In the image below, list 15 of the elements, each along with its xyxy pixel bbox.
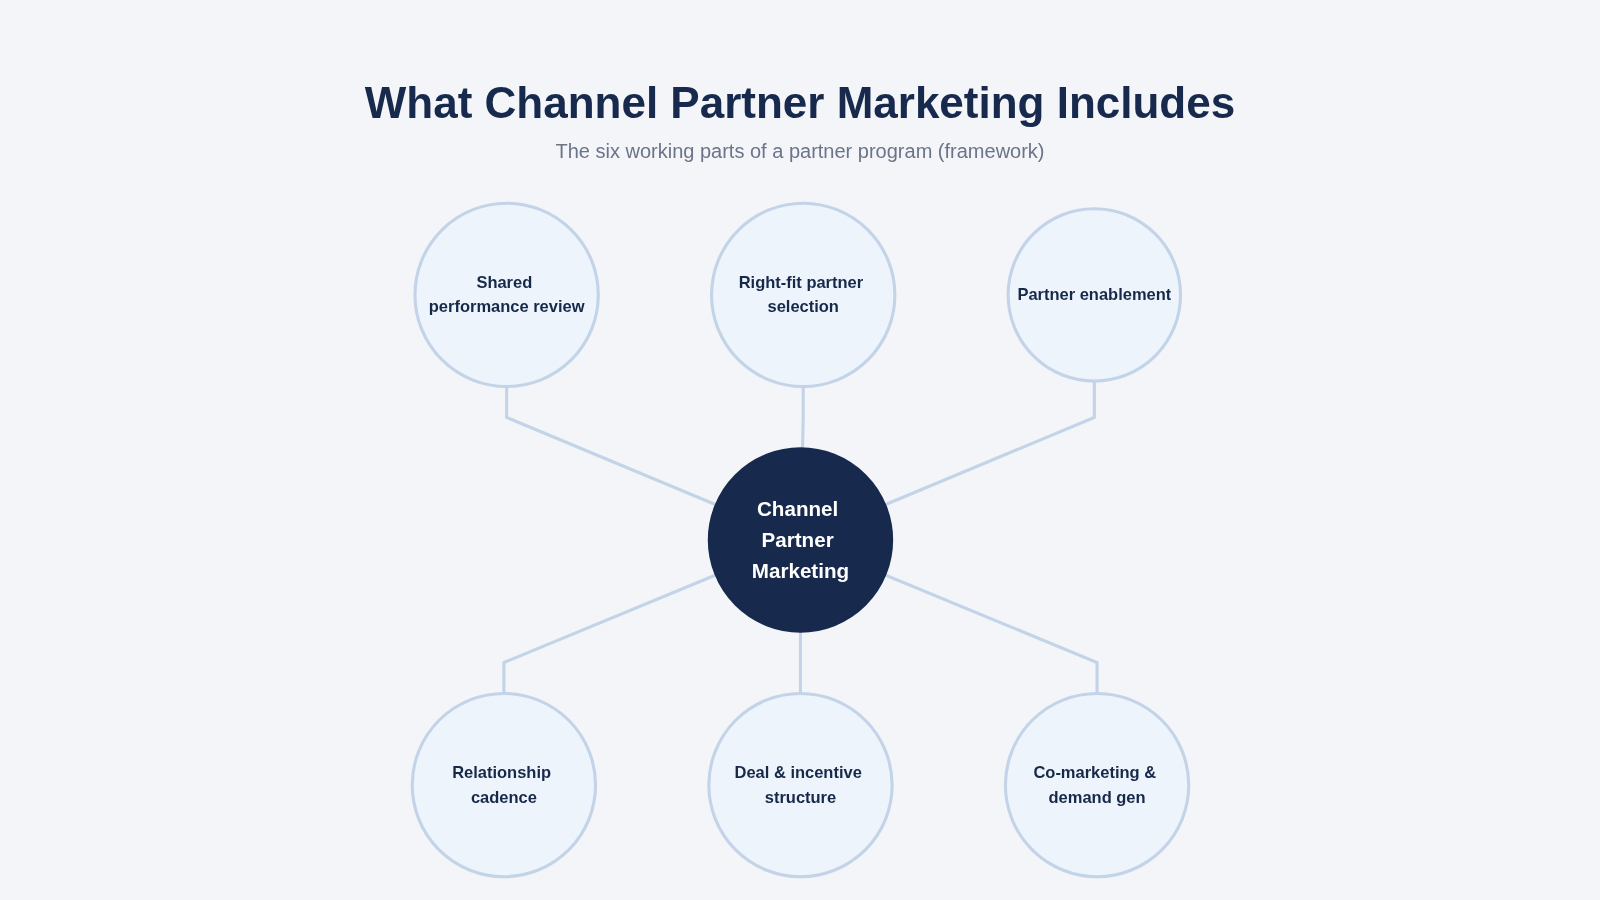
node-circle: Deal & incentive structure: [706, 691, 894, 879]
connector: [884, 381, 1096, 507]
subtitle-text: The six working parts of a partner program (framework): [555, 140, 1045, 163]
connector: [800, 386, 805, 449]
node-circle: Right-fit partner selection: [709, 201, 896, 389]
node-circle: Co-marketing & demand gen: [1003, 691, 1190, 879]
connector: [798, 631, 802, 694]
connector: [501, 573, 716, 694]
connector: [884, 573, 1099, 694]
diagram-title: What Channel Partner Marketing Includes: [364, 78, 1236, 128]
connector: [504, 386, 716, 507]
node-circle: Shared performance review: [412, 201, 600, 389]
node-circle: Channel Partner Marketing: [707, 447, 893, 633]
node-circle: Partner enablement: [1006, 207, 1182, 383]
node-circle: Relationship cadence: [410, 691, 597, 879]
